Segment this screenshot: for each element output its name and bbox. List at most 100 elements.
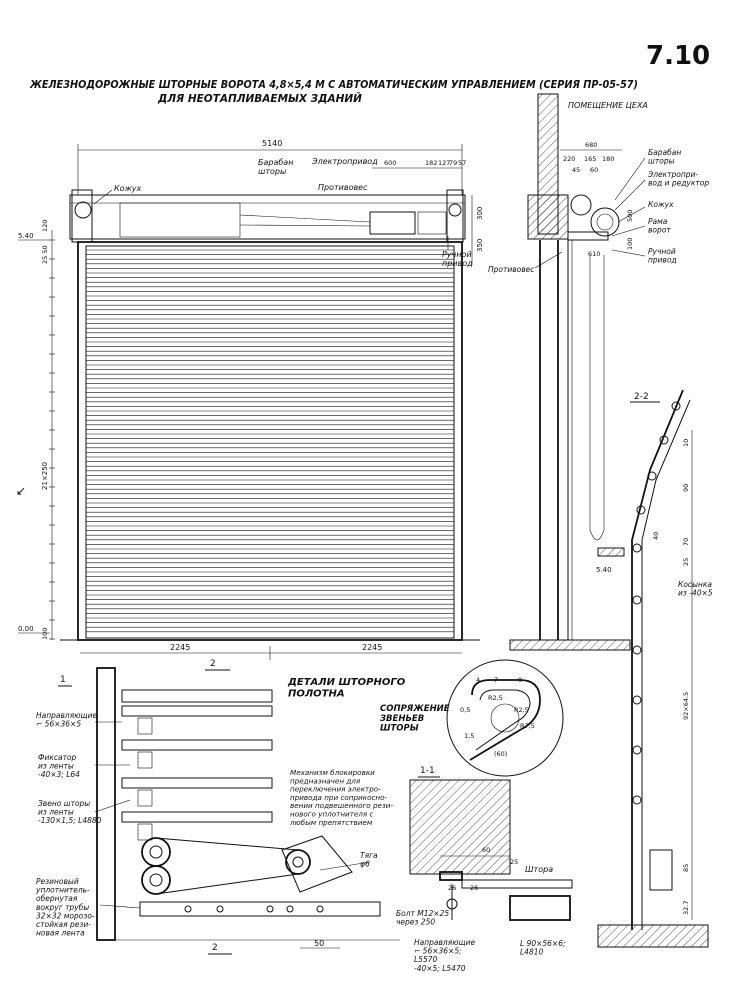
bolt <box>184 905 192 913</box>
overall-width-dim: 5140 <box>262 139 282 148</box>
section-1-1-dim: 25 <box>510 858 518 866</box>
section-1-1-dim: 26 <box>470 884 478 892</box>
section-2-2-dim: 10 <box>682 439 690 447</box>
sheet-number: 7.10 <box>646 41 710 71</box>
elevation-casing-label: Кожух <box>114 184 142 193</box>
half-width-dim-right: 2245 <box>362 643 382 652</box>
hinge-node <box>647 471 657 481</box>
level-540-left: 5.40 <box>18 232 34 240</box>
hinge-node <box>632 795 642 805</box>
elevation-counterweight-label: Противовес <box>318 183 368 192</box>
side-motor-label: Электропри-вод и редуктор <box>647 170 709 188</box>
section-1-1-label: 1-1 <box>420 766 435 776</box>
details-dim-50: 50 <box>314 939 324 948</box>
side-level-540: 5.40 <box>596 566 612 574</box>
left-dim-100: 100 <box>41 628 49 640</box>
hinge-node <box>659 435 669 445</box>
section-2-2-dim: 70 <box>682 538 690 546</box>
curtain-link-row <box>121 739 273 751</box>
bolt <box>216 905 224 913</box>
level-000-left: 0.00 <box>18 625 34 633</box>
side-dim-label: 680 <box>585 141 597 149</box>
side-dim-label: 500 <box>626 210 634 222</box>
joint-dim: 4 <box>476 676 480 684</box>
bolt <box>316 905 324 913</box>
section-2-2-label: 2-2 <box>634 392 649 402</box>
guides-label: Направляющие⌐ 56×36×5 <box>36 711 97 729</box>
joint-dim: 0,5 <box>460 706 470 714</box>
curtain-link-row <box>121 811 273 823</box>
elevation-right-dim-350: 350 <box>476 239 484 252</box>
side-dim-label: 220 <box>563 155 575 163</box>
curtain-label: Штора <box>525 865 553 874</box>
half-width-dim-left: 2245 <box>170 643 190 652</box>
s11-guides-label: Направляющие⌐ 56×36×5;L5570-40×5; L5470 <box>414 938 475 973</box>
hinge-node <box>632 543 642 553</box>
hinge-node <box>632 645 642 655</box>
sketch-mark: ↙ <box>16 484 26 498</box>
left-dim-120: 120 <box>41 220 49 232</box>
room-label: ПОМЕЩЕНИЕ ЦЕХА <box>568 101 648 110</box>
hinge-node <box>632 745 642 755</box>
left-dim-21x250: 21×250 <box>41 462 49 490</box>
bolt <box>266 905 274 913</box>
joint-dim: 7 <box>494 676 498 684</box>
section-2-2-dim: 92×64.5 <box>682 692 690 720</box>
top-dim-label: 600 <box>384 159 396 167</box>
side-dim-label: 165 <box>584 155 596 163</box>
hinge-node <box>636 505 646 515</box>
section-2-2-dim: 40 <box>652 532 660 540</box>
title-line-1: ЖЕЛЕЗНОДОРОЖНЫЕ ШТОРНЫЕ ВОРОТА 4,8×5,4 М… <box>29 79 638 91</box>
joint-dim: R7,5 <box>520 722 535 730</box>
top-dim-label: 182 <box>425 159 437 167</box>
section-2-2-dim: 25 <box>682 558 690 566</box>
side-dim-label: 100 <box>626 238 634 250</box>
details-mark: 1 <box>60 675 66 685</box>
section-1-1-dim: 60 <box>482 846 490 854</box>
latch-plate <box>137 789 153 807</box>
section-2-2-dim: 90 <box>682 484 690 492</box>
hinge-node <box>632 695 642 705</box>
bolt <box>286 905 294 913</box>
side-dim-label: 60 <box>590 166 598 174</box>
section-2-2-dim: 85 <box>682 864 690 872</box>
top-dim-label: 79 <box>449 159 457 167</box>
hinge-node <box>632 595 642 605</box>
section-mark-top: 2 <box>210 659 216 669</box>
side-counterweight-label: Противовес <box>488 265 535 274</box>
latch-plate <box>137 823 153 841</box>
curtain-slats <box>86 249 454 633</box>
joint-dim: 1,5 <box>464 732 474 740</box>
top-dim-label: 127 <box>438 159 450 167</box>
elevation-motor-label: Электропривод <box>311 157 378 166</box>
curtain-link-row <box>121 777 273 789</box>
side-dim-label: 45 <box>572 166 580 174</box>
joint-dim: R2,5 <box>514 706 529 714</box>
joint-dim: R2,5 <box>488 694 503 702</box>
side-dim-label: 610 <box>588 250 600 258</box>
side-casing-label: Кожух <box>648 200 674 209</box>
section-1-1-dim: 26 <box>448 884 456 892</box>
latch-plate <box>137 717 153 735</box>
angle-label: L 90×56×6;L4810 <box>520 939 566 957</box>
top-dim-label: 57 <box>458 159 466 167</box>
section-2-2-dim: 32.7 <box>682 901 690 915</box>
left-dim-2550: 25 50 <box>41 245 49 264</box>
